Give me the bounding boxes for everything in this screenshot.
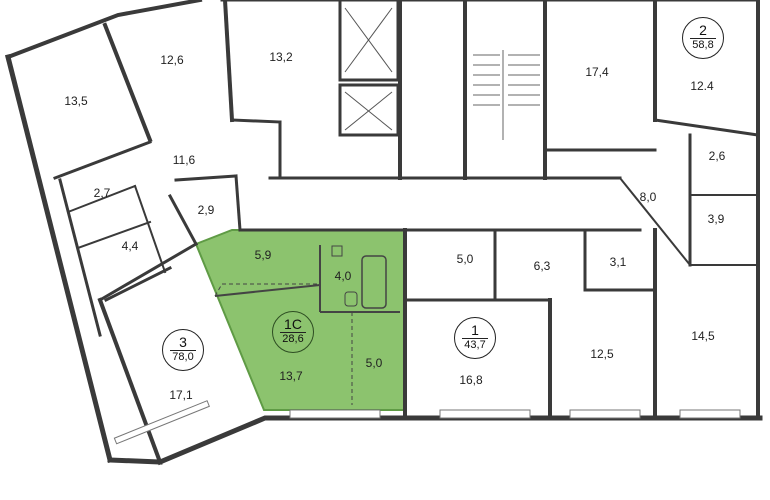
badge-divider	[690, 38, 716, 39]
room-area: 4,4	[121, 239, 139, 253]
room-area: 12,6	[160, 53, 184, 67]
room-area: 5,0	[365, 356, 383, 370]
room-area: 2,6	[708, 149, 726, 163]
badge-divider	[280, 332, 306, 333]
apt-1c-interior	[214, 245, 400, 405]
building-walls	[4, 0, 763, 466]
room-area: 16,8	[459, 373, 483, 387]
room-area: 5,0	[456, 252, 474, 266]
room-area: 3,1	[609, 255, 627, 269]
room-area: 6,3	[533, 259, 551, 273]
room-area: 17,4	[585, 65, 609, 79]
windows	[113, 400, 741, 445]
apt-number: 2	[699, 22, 707, 38]
apt-area: 28,6	[282, 333, 304, 345]
room-area: 3,9	[707, 212, 725, 226]
room-area: 14,5	[691, 329, 715, 343]
room-area: 2,9	[197, 203, 215, 217]
room-area: 4,0	[334, 269, 352, 283]
apt-badge-3[interactable]: 3 78,0	[162, 329, 204, 371]
stairs	[473, 50, 540, 140]
apt-area: 58,8	[692, 39, 714, 51]
room-area: 17,1	[169, 388, 193, 402]
room-area: 13,2	[269, 50, 293, 64]
apt-number: 1С	[284, 316, 302, 332]
room-area: 12.4	[690, 79, 714, 93]
room-area: 11,6	[172, 153, 196, 167]
lift-shaft	[344, 7, 393, 131]
room-area: 2,7	[93, 186, 111, 200]
room-area: 5,9	[254, 248, 272, 262]
room-area: 8,0	[639, 190, 657, 204]
apt-area: 43,7	[464, 339, 486, 351]
room-area: 12,5	[590, 347, 614, 361]
apt-badge-2[interactable]: 2 58,8	[682, 17, 724, 59]
apt-number: 3	[179, 334, 187, 350]
apt-badge-1c[interactable]: 1С 28,6	[272, 311, 314, 353]
apt-badge-1[interactable]: 1 43,7	[454, 317, 496, 359]
apt-number: 1	[471, 322, 479, 338]
badge-divider	[462, 338, 488, 339]
room-area: 13,7	[279, 369, 303, 383]
room-area: 13,5	[64, 94, 88, 108]
badge-divider	[170, 350, 196, 351]
apt-area: 78,0	[172, 351, 194, 363]
